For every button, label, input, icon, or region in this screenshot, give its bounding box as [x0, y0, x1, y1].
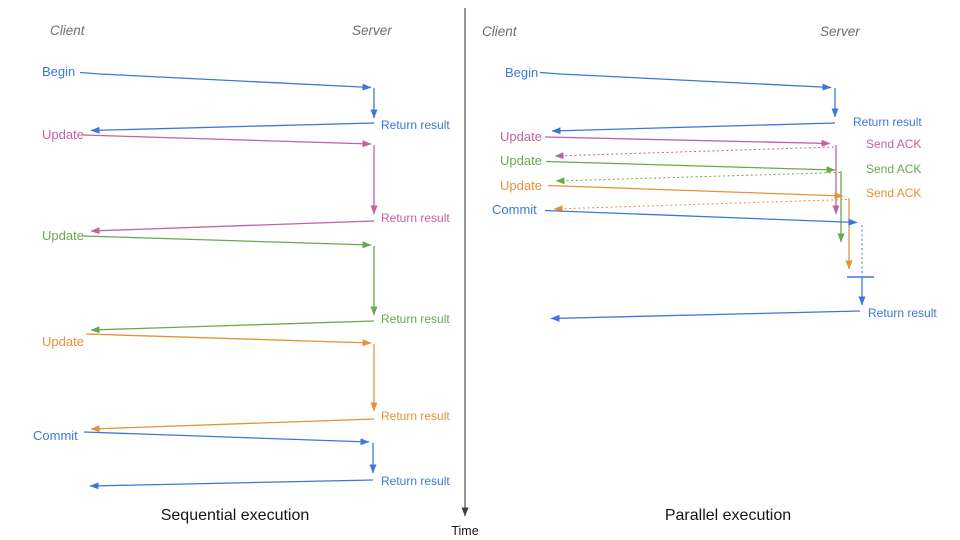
par-update1-label: Update	[500, 129, 542, 144]
seq-commit-request-arrow	[83, 431, 370, 446]
par-commit-response-arrow	[550, 310, 861, 322]
par-begin-result-label: Return result	[853, 115, 922, 129]
seq-update3-request-arrow	[85, 333, 372, 347]
seq-commit-label: Commit	[33, 428, 78, 443]
par-update3-request-arrow	[547, 184, 844, 200]
seq-commit-result-label: Return result	[381, 474, 450, 488]
sequential-diagram: Client Server Begin Return result Update…	[33, 23, 450, 524]
par-caption: Parallel execution	[665, 507, 791, 524]
par-server-header: Server	[820, 24, 860, 39]
par-update1-request-arrow	[544, 136, 831, 147]
seq-caption: Sequential execution	[161, 507, 310, 524]
seq-update3-response-arrow	[90, 418, 375, 433]
par-commit-label: Commit	[492, 202, 537, 217]
seq-update3-result-label: Return result	[381, 409, 450, 423]
seq-server-header: Server	[352, 23, 392, 38]
seq-begin-result-label: Return result	[381, 118, 450, 132]
seq-update1-result-label: Return result	[381, 211, 450, 225]
par-update2-ack-label: Send ACK	[866, 162, 921, 176]
seq-begin-label: Begin	[42, 64, 75, 79]
parallel-diagram: Client Server Begin Return result Update…	[482, 24, 937, 524]
seq-update1-request-arrow	[82, 134, 372, 148]
par-update3-ack-dotted-arrow	[553, 199, 848, 213]
seq-commit-response-arrow	[89, 479, 374, 490]
par-begin-label: Begin	[505, 65, 538, 80]
par-update3-ack-label: Send ACK	[866, 186, 921, 200]
seq-update2-label: Update	[42, 228, 84, 243]
seq-client-header: Client	[50, 23, 86, 38]
par-client-header: Client	[482, 24, 518, 39]
par-begin-request-arrow	[539, 71, 832, 91]
par-update1-ack-label: Send ACK	[866, 137, 921, 151]
par-update3-label: Update	[500, 178, 542, 193]
seq-update2-result-label: Return result	[381, 312, 450, 326]
par-commit-request-arrow	[544, 209, 858, 226]
par-begin-response-arrow	[551, 122, 836, 135]
seq-update3-label: Update	[42, 334, 84, 349]
seq-begin-request-arrow	[79, 71, 372, 91]
par-update1-ack-dotted-arrow	[554, 146, 835, 160]
par-update2-request-arrow	[545, 160, 836, 174]
par-update2-ack-dotted-arrow	[555, 172, 841, 185]
seq-update1-response-arrow	[90, 220, 375, 235]
seq-update1-label: Update	[42, 127, 84, 142]
par-update2-label: Update	[500, 153, 542, 168]
seq-update2-response-arrow	[90, 320, 375, 334]
seq-update2-request-arrow	[82, 235, 372, 249]
time-axis-label: Time	[451, 524, 478, 538]
par-commit-result-label: Return result	[868, 306, 937, 320]
seq-begin-response-arrow	[90, 122, 375, 134]
